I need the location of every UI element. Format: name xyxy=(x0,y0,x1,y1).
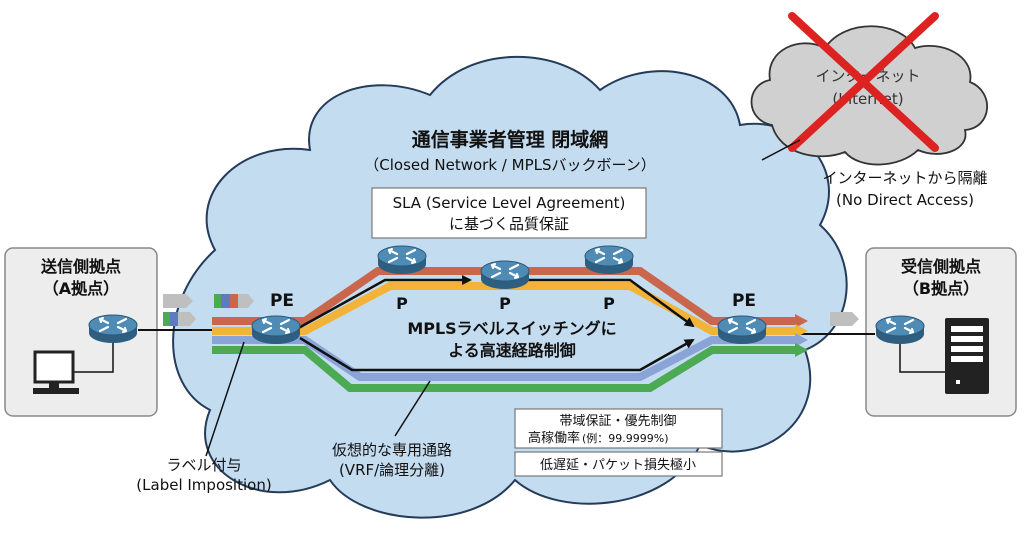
server-icon xyxy=(945,318,989,394)
receiver-site-title: 受信側拠点 xyxy=(901,257,981,276)
qos-line1: 帯域保証・優先制御 xyxy=(559,414,676,429)
sla-box: SLA (Service Level Agreement) に基づく品質保証 xyxy=(371,187,647,239)
p2-label: P xyxy=(499,294,511,313)
internet-isolation-subtitle: (No Direct Access) xyxy=(836,191,974,209)
mpls-switching-line2: よる高速経路制御 xyxy=(448,341,576,360)
receiver-site-subtitle: （B拠点） xyxy=(903,279,979,298)
receiver-ce-router-icon xyxy=(874,314,926,346)
pe-left-label: PE xyxy=(270,291,294,311)
availability-example: (例：99.9999%) xyxy=(582,431,669,445)
sender-site: 送信側拠点 （A拠点） xyxy=(4,247,158,417)
label-switched-flow xyxy=(294,275,695,372)
blocked-cross-icon xyxy=(788,12,939,152)
latency-text: 低遅延・パケット損失極小 xyxy=(540,457,696,473)
pe-left-router-icon xyxy=(250,314,302,346)
internet-cloud: インターネット (Internet) xyxy=(750,12,988,166)
cloud-title: 通信事業者管理 閉域網 xyxy=(412,128,609,151)
vrf-subtitle: (VRF/論理分離) xyxy=(339,461,445,479)
sender-site-subtitle: （A拠点） xyxy=(43,279,119,298)
p1-router-icon xyxy=(376,244,428,276)
p1-label: P xyxy=(396,294,408,313)
sender-ce-router-icon xyxy=(87,313,139,345)
cloud-subtitle: （Closed Network / MPLSバックボーン） xyxy=(364,156,656,174)
pe-right-router-icon xyxy=(716,314,768,346)
labeled-packets xyxy=(163,294,859,326)
mpls-switching-line1: MPLSラベルスイッチングに xyxy=(407,319,616,338)
pc-icon xyxy=(33,350,79,394)
p2-router-icon xyxy=(479,259,531,291)
internet-isolation-title: インターネットから隔離 xyxy=(822,169,987,187)
sender-site-title: 送信側拠点 xyxy=(40,257,121,276)
p3-router-icon xyxy=(583,244,635,276)
label-imposition-title: ラベル付与 xyxy=(166,456,241,474)
sla-description: に基づく品質保証 xyxy=(449,215,569,233)
availability-label: 高稼働率 xyxy=(528,430,580,446)
latency-box: 低遅延・パケット損失極小 xyxy=(514,451,723,477)
qos-line2: 高稼働率(例：99.9999%) xyxy=(528,430,669,446)
receiver-site: 受信側拠点 （B拠点） xyxy=(865,247,1017,417)
sla-title: SLA (Service Level Agreement) xyxy=(393,194,626,212)
label-imposition-subtitle: (Label Imposition) xyxy=(136,476,271,494)
p3-label: P xyxy=(603,294,615,313)
qos-box: 帯域保証・優先制御 高稼働率(例：99.9999%) xyxy=(514,408,723,449)
pe-right-label: PE xyxy=(732,291,756,311)
vrf-title: 仮想的な専用通路 xyxy=(332,441,452,459)
path-green xyxy=(212,346,795,392)
